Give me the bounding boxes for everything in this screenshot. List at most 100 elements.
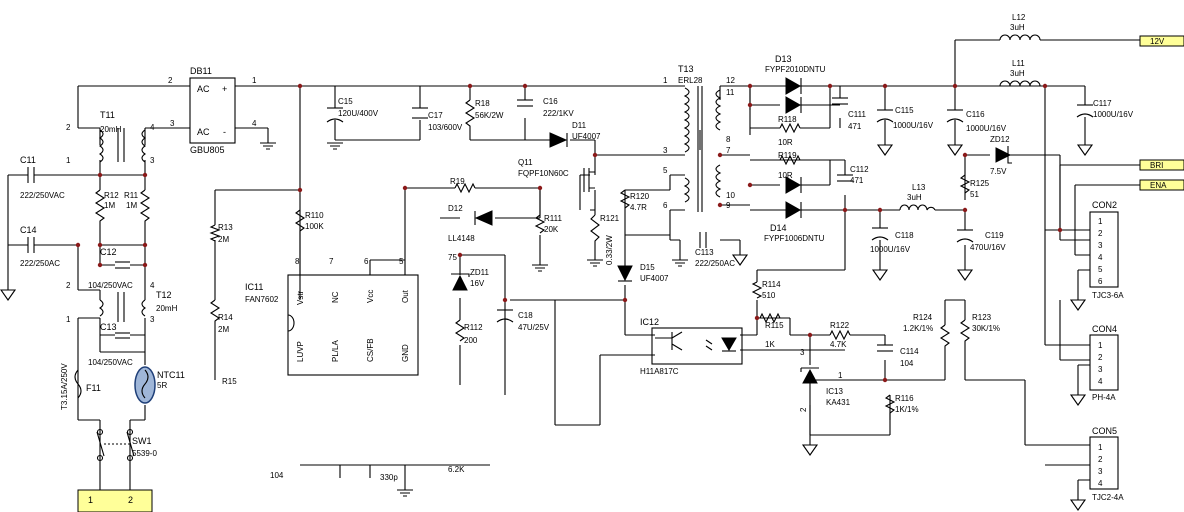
capacitor-c16: C16 222/1KV: [517, 97, 574, 118]
t13-pin10: 10: [726, 191, 735, 200]
t13-pin12: 12: [726, 76, 735, 85]
r120-value: 4.7R: [630, 203, 647, 212]
t11-p1: 1: [66, 156, 71, 165]
diode-d12: D12 LL4148: [448, 204, 493, 243]
j1-pin1: 1: [88, 495, 93, 505]
c116-value: 1000U/16V: [966, 124, 1007, 133]
bridge-rectifier-db11: DB11 AC AC + - GBU805 2 1 3 4: [168, 66, 257, 155]
diode-d13: D13 FYPF2010DNTU: [765, 54, 826, 114]
con4-pin3: 3: [1098, 365, 1103, 374]
db11-ref: DB11: [190, 66, 212, 76]
r123-ref: R123: [972, 313, 992, 322]
choke-t12: T12 20mH 2 4 1 3: [66, 281, 178, 324]
connector-con5: CON5 1 2 3 4 TJC2-4A: [1089, 426, 1124, 502]
d13-value: FYPF2010DNTU: [765, 65, 826, 74]
capacitor-c17: C17 103/600V: [412, 107, 463, 132]
db11-pin3: 3: [170, 119, 175, 128]
c116-ref: C116: [966, 110, 985, 119]
capacitor-c11: C11 222/250VAC: [20, 155, 65, 200]
c118-ref: C118: [895, 231, 914, 240]
t11-p2: 2: [66, 123, 71, 132]
c15-ref: C15: [338, 97, 353, 106]
resistor-r124: R124 1.2K/1%: [903, 313, 951, 350]
r125-value: 51: [970, 190, 979, 199]
resistor-r119: R119 10R: [778, 151, 801, 180]
r12-value: 1M: [104, 201, 115, 210]
con2-pin1: 1: [1098, 217, 1103, 226]
ic12-part: H11A817C: [640, 367, 679, 376]
con2-pin3: 3: [1098, 241, 1103, 250]
c11-value: 222/250VAC: [20, 191, 65, 200]
inductor-l13: L13 3uH: [899, 183, 936, 211]
diode-d14: D14 FYPF1006DNTU: [764, 176, 825, 243]
con2-part: TJC3-6A: [1092, 291, 1124, 300]
capacitor-c117: C117 1000U/16V: [1076, 99, 1134, 119]
capacitor-c119: C119 470U/16V: [956, 229, 1006, 252]
con5-pin2: 2: [1098, 455, 1103, 464]
r14-ref: R14: [218, 313, 233, 322]
r111-value: 20K: [544, 225, 559, 234]
ic11-pn8: 8: [295, 257, 300, 266]
ic11-pin-csfb: CS/FB: [366, 338, 375, 362]
r124-ref: R124: [913, 313, 933, 322]
t11-p3: 3: [150, 156, 155, 165]
con4-pin1: 1: [1098, 341, 1103, 350]
fuse-f11: F11 T3.15A/250V: [60, 363, 101, 410]
r12-ref: R12: [104, 191, 119, 200]
c15-value: 120U/400V: [338, 109, 379, 118]
c118-value: 1000U/16V: [870, 245, 911, 254]
con5-part: TJC2-4A: [1092, 493, 1124, 502]
ic11-pin-gnd: GND: [401, 344, 410, 362]
diode-d11: D11 UF4007: [549, 121, 601, 148]
ic11-pn6: 6: [364, 257, 369, 266]
t13-pin11: 11: [726, 88, 735, 97]
db11-minus: -: [223, 127, 226, 137]
f11-value: T3.15A/250V: [60, 363, 69, 410]
c17-ref: C17: [428, 111, 443, 120]
c112-value: 471: [850, 176, 864, 185]
c12-ref: C12: [100, 247, 117, 257]
connector-con4: CON4 1 2 3 4 PH-4A: [1089, 324, 1119, 402]
net-ena-label: ENA: [1150, 181, 1167, 190]
ic11-ref: IC11: [245, 282, 263, 292]
c112-ref: C112: [850, 165, 869, 174]
c113-ref: C113: [695, 248, 714, 257]
resistor-r125: R125 51: [959, 174, 990, 199]
c114-ref: C114: [900, 347, 919, 356]
l13-value: 3uH: [907, 193, 922, 202]
choke-t11: T11 20mH 2 4 1 3: [66, 110, 155, 165]
r124-value: 1.2K/1%: [903, 324, 933, 333]
db11-part: GBU805: [190, 145, 225, 155]
zd12-value: 7.5V: [990, 167, 1007, 176]
r116-ref: R116: [895, 394, 914, 403]
resistor-r18: R18 56K/2W: [464, 99, 504, 130]
c115-value: 1000U/16V: [893, 121, 934, 130]
t12-ref: T12: [156, 290, 172, 300]
resistor-r112: R112 200: [454, 319, 483, 345]
inductor-l12: L12 3uH: [999, 13, 1041, 41]
c16-ref: C16: [543, 97, 558, 106]
c13-ref: C13: [100, 322, 117, 332]
c119-value: 470U/16V: [970, 243, 1006, 252]
net-flag-bri: BRI: [1139, 159, 1184, 171]
f11-ref: F11: [86, 383, 101, 393]
resistor-r115: R115 1K: [759, 312, 784, 349]
bottom-residue-labels: 104 330p 6.2K: [270, 464, 490, 490]
c18-value: 47U/25V: [518, 323, 550, 332]
connector-con2: CON2 1 2 3 4 5 6 TJC3-6A: [1089, 200, 1124, 300]
l12-value: 3uH: [1010, 23, 1025, 32]
switch-sw1: SW1 5539-0: [96, 428, 157, 462]
d14-ref: D14: [770, 223, 787, 233]
c119-ref: C119: [985, 231, 1004, 240]
resistor-r120: R120 4.7R: [619, 189, 650, 212]
r18-ref: R18: [475, 99, 490, 108]
r121-ref: R121: [600, 214, 620, 223]
r110-value: 100K: [305, 222, 324, 231]
l13-ref: L13: [912, 183, 926, 192]
resistor-r12: R12 1M: [94, 189, 119, 225]
db11-ac2: AC: [197, 127, 210, 137]
sw1-ref: SW1: [132, 436, 152, 446]
r14-value: 2M: [218, 325, 229, 334]
capacitor-c111: C111 471: [832, 97, 866, 131]
